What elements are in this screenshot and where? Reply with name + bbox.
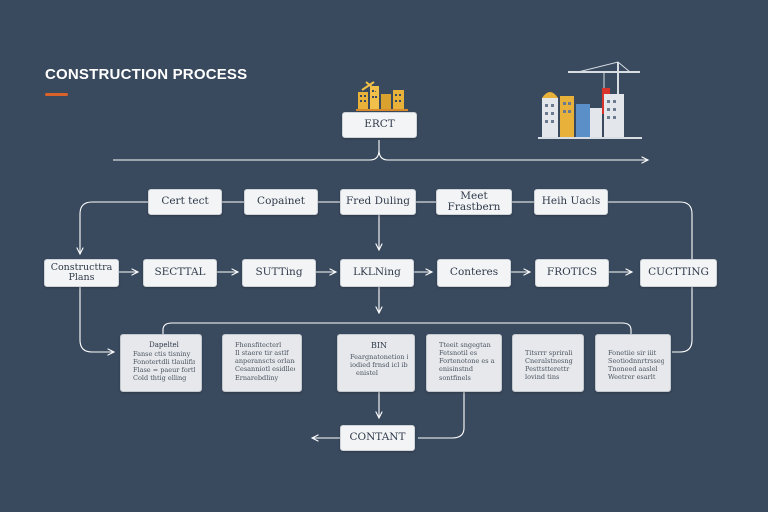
left-down-loop <box>79 287 114 352</box>
detail-line: lovind tins <box>525 373 560 382</box>
detail-line: Cneralstnesng <box>525 357 573 366</box>
node-row2-3: SUTTing <box>242 259 316 287</box>
detail-line: sontfinels <box>439 373 471 382</box>
node-row1-3: Fred Duling <box>340 189 416 215</box>
return-arrow <box>418 392 465 439</box>
node-row2-1: Constructtra Plans <box>44 259 119 287</box>
detail-line: Fonotertdli tlaulifing <box>133 357 195 366</box>
node-bottom: CONTANT <box>340 425 415 451</box>
city-crane-icon <box>538 61 642 139</box>
detail-box-6: Fonetiie sir iiit Seotiodnnrtrsseg Tnone… <box>595 334 671 392</box>
detail-line: enisinstnd <box>439 365 474 374</box>
detail-line: Titsrrr sprirali <box>525 349 573 357</box>
detail-line: Tteeit sngegtan <box>439 341 491 349</box>
node-top: ERCT <box>342 112 417 138</box>
node-row1-5: Heih Uacls <box>534 189 608 215</box>
node-row2-4: LKLNing <box>340 259 414 287</box>
detail-heading: BIN <box>370 341 388 350</box>
node-row1-2: Copainet <box>244 189 318 215</box>
node-row1-1: Cert tect <box>148 189 222 215</box>
detail-line: enistel <box>356 369 378 378</box>
detail-box-2: Fhensfitecterl Il staere tir astlf anper… <box>222 334 302 392</box>
detail-line: Fanse ctis tisniny <box>133 349 191 358</box>
node-row2-6: FROTICS <box>535 259 609 287</box>
detail-line: Seotiodnnrtrsseg <box>608 357 664 366</box>
detail-line: Fortenotone es ail <box>439 357 495 366</box>
detail-top-bracket <box>162 322 632 334</box>
detail-box-5: Titsrrr sprirali Cneralstnesng Pesttstte… <box>512 334 584 392</box>
detail-line: Il staere tir astlf <box>235 349 289 358</box>
detail-line: Dapeltel <box>149 341 179 349</box>
row1-left-loop <box>80 201 148 254</box>
node-row2-5: Conteres <box>437 259 511 287</box>
node-row2-7: CUCTTING <box>640 259 717 287</box>
detail-line: Cesanniotl esidlled <box>235 365 295 374</box>
detail-line: Pesttstterettr <box>525 365 570 374</box>
detail-box-4: Tteeit sngegtan Fetsnotil es Fortenotone… <box>426 334 502 392</box>
detail-line: Weetrer esarlt <box>608 373 656 382</box>
detail-line: Flase = paeur fortl <box>133 366 195 374</box>
detail-line: Fetsnotil es <box>439 349 478 358</box>
detail-box-1: Dapeltel Fanse ctis tisniny Fonotertdli … <box>120 334 202 392</box>
detail-box-3: BIN Feargnatonetion ilnid iodied frnsd i… <box>337 334 415 392</box>
page-title: CONSTRUCTION PROCESS <box>45 66 248 83</box>
node-row1-4: Meet Frastbern <box>436 189 512 215</box>
detail-line: Ernarebdliny <box>235 373 279 382</box>
node-row2-2: SECTTAL <box>143 259 217 287</box>
title-underline <box>45 93 68 96</box>
detail-line: anperanscts orlanal <box>235 357 295 366</box>
detail-line: Feargnatonetion ilnid <box>350 353 408 361</box>
top-timeline-arrow <box>113 140 648 160</box>
detail-line: Tnoneed aaslel <box>608 365 658 374</box>
detail-line: Fonetiie sir iiit <box>608 349 657 357</box>
detail-line: Fhensfitecterl <box>235 341 282 349</box>
detail-line: Cold thtig elling <box>133 374 187 383</box>
detail-line: iodied frnsd icl ibey <box>350 361 408 370</box>
construction-site-icon <box>356 81 408 111</box>
